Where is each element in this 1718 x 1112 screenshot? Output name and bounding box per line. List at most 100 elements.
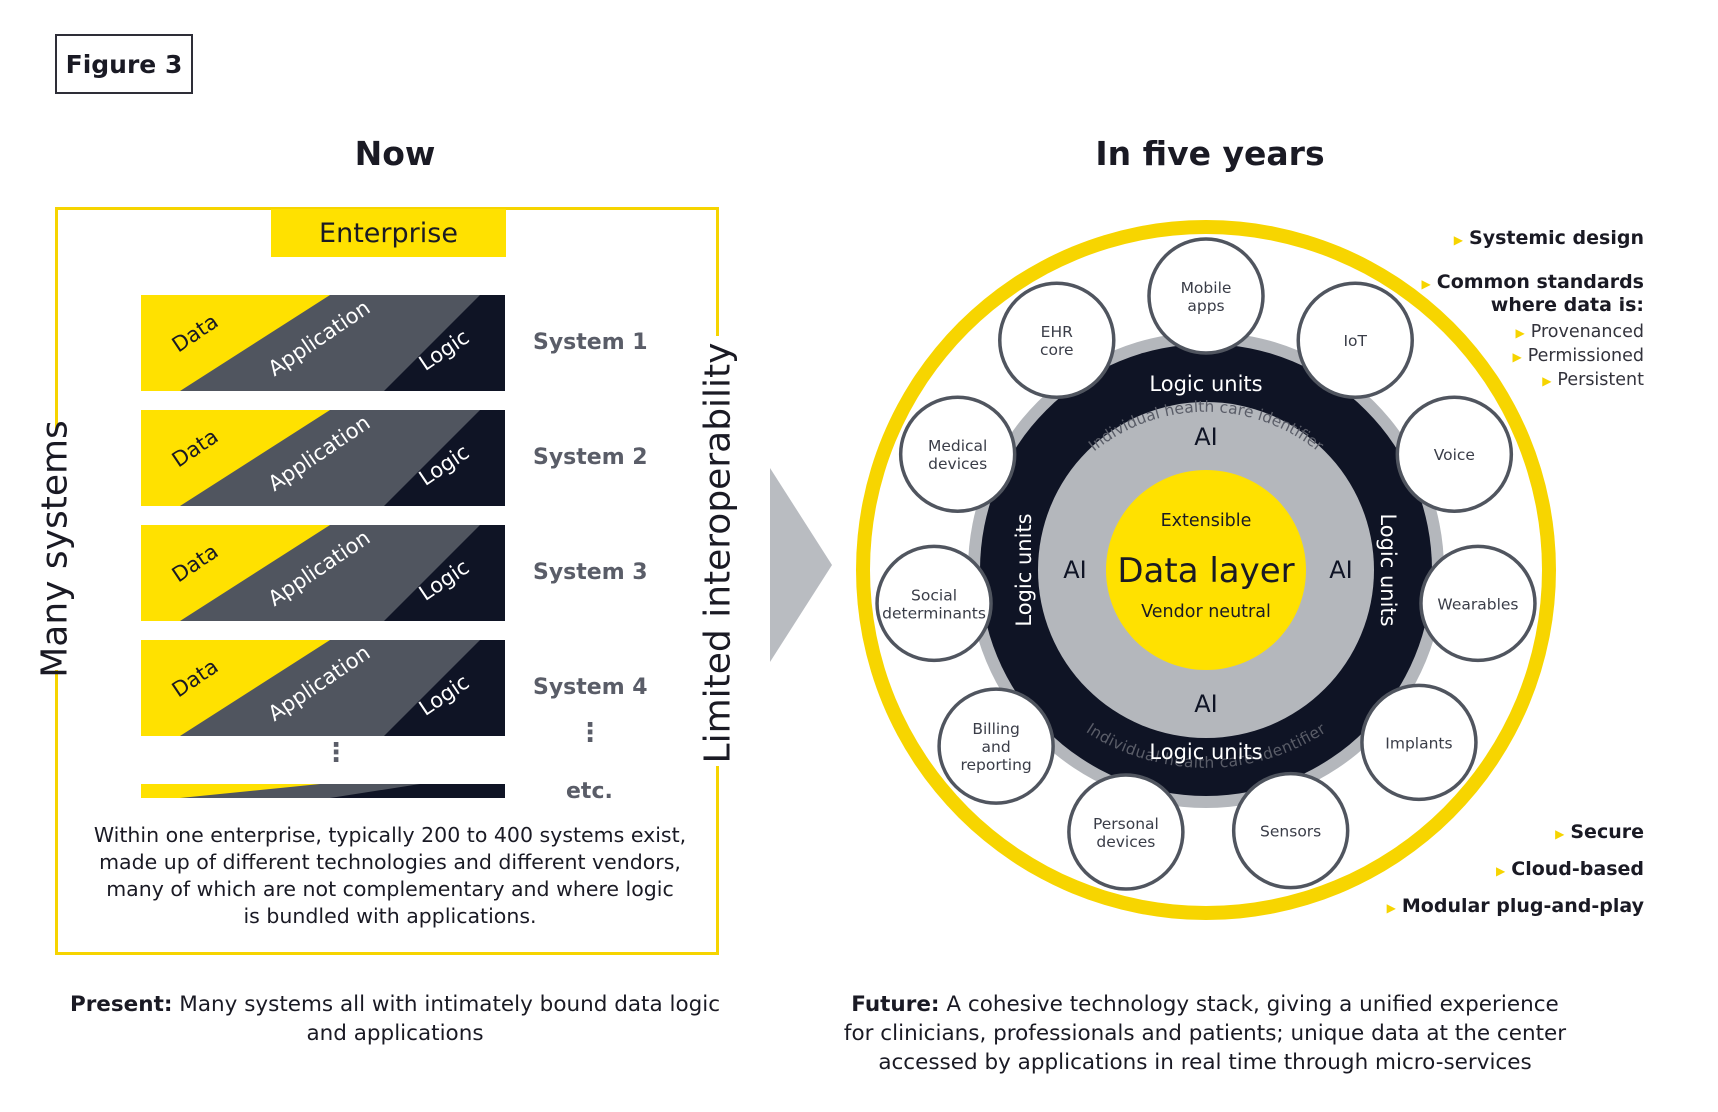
core-main-label: Data layer	[1117, 551, 1294, 591]
satellite-circle	[937, 687, 1055, 805]
satellite-label: Wearables	[1437, 595, 1518, 613]
common-standards-label: ▶ Common standards	[1422, 271, 1644, 293]
satellite-circle	[1360, 683, 1478, 802]
system-1-label: System 1	[533, 330, 648, 355]
core-top-label: Extensible	[1161, 511, 1252, 531]
satellite-label: Mobile	[1181, 279, 1232, 297]
satellite-label: Personal	[1093, 815, 1159, 833]
future-caption: Future: A cohesive technology stack, giv…	[820, 990, 1590, 1077]
permissioned-text: Permissioned	[1527, 346, 1644, 366]
core-bottom-label: Vendor neutral	[1141, 602, 1271, 622]
satellite-circle	[1067, 773, 1185, 891]
provenanced-label: ▶ Provenanced	[1515, 322, 1644, 342]
satellite-circle	[1296, 281, 1414, 399]
satellite-label: core	[1040, 341, 1074, 359]
provenanced-text: Provenanced	[1530, 322, 1644, 342]
persistent-text: Persistent	[1557, 370, 1644, 390]
modular-label: ▶ Modular plug-and-play	[1387, 895, 1644, 917]
logic-units-right-label: Logic units	[1376, 513, 1400, 626]
future-ring-diagram: Individual health care identifier Indivi…	[856, 220, 1556, 920]
satellite-label: Implants	[1385, 734, 1452, 752]
satellite-node-implants: Implants	[1360, 683, 1478, 802]
system-block-1: Data Application Logic	[141, 295, 505, 391]
secure-text: Secure	[1570, 821, 1644, 843]
satellite-node-wearables: Wearables	[1419, 544, 1537, 663]
systemic-design-text: Systemic design	[1469, 227, 1644, 249]
data-layer-core	[1106, 470, 1306, 670]
etc-label: etc.	[566, 779, 613, 804]
future-caption-text: A cohesive technology stack, giving a un…	[939, 992, 1559, 1017]
satellite-label: and	[982, 738, 1011, 756]
logic-units-top-label: Logic units	[1149, 372, 1262, 396]
satellite-circle	[1395, 395, 1514, 513]
satellite-label: Medical	[928, 437, 987, 455]
future-title: In five years	[1095, 134, 1325, 173]
right-border-gap	[700, 336, 738, 766]
modular-text: Modular plug-and-play	[1401, 895, 1644, 917]
vertical-ellipsis-icon: ⋮	[577, 718, 603, 748]
satellite-label: apps	[1187, 297, 1224, 315]
satellite-circle	[875, 544, 993, 663]
system-block-3: Data Application Logic	[141, 525, 505, 621]
satellite-label: devices	[1096, 833, 1155, 851]
description-line: many of which are not complementary and …	[106, 877, 674, 901]
satellite-circle	[1231, 771, 1350, 890]
satellite-label: IoT	[1343, 332, 1367, 350]
vertical-ellipsis-icon: ⋮	[323, 738, 349, 768]
ai-right-label: AI	[1329, 556, 1353, 584]
satellite-node-iot: IoT	[1296, 281, 1414, 399]
future-caption-line-2: for clinicians, professionals and patien…	[843, 1021, 1567, 1046]
satellite-node-sensors: Sensors	[1231, 771, 1350, 890]
logic-units-left-label: Logic units	[1012, 513, 1036, 626]
system-3-label: System 3	[533, 560, 648, 585]
system-4-label: System 4	[533, 675, 648, 700]
satellite-circle	[898, 395, 1017, 513]
present-caption: Present: Many systems all with intimatel…	[40, 990, 750, 1048]
secure-label: ▶ Secure	[1555, 821, 1644, 843]
system-block-2: Data Application Logic	[141, 410, 505, 506]
satellite-circle	[998, 281, 1116, 399]
figure-label: Figure 3	[55, 34, 193, 94]
logic-units-bottom-label: Logic units	[1149, 740, 1262, 764]
bullet-triangle-icon: ▶	[1515, 326, 1525, 340]
satellite-node-voice: Voice	[1395, 395, 1514, 513]
persistent-label: ▶ Persistent	[1542, 370, 1644, 390]
satellite-label: Sensors	[1260, 823, 1321, 841]
satellite-label: devices	[928, 455, 987, 473]
bullet-triangle-icon: ▶	[1453, 233, 1464, 247]
system-2-label: System 2	[533, 445, 648, 470]
present-caption-line-2: and applications	[306, 1021, 484, 1046]
common-standards-line2: where data is:	[1490, 294, 1644, 316]
future-caption-lead: Future:	[851, 992, 940, 1017]
systemic-design-label: ▶ Systemic design	[1454, 227, 1644, 249]
satellite-circle	[1419, 544, 1537, 663]
ai-left-label: AI	[1063, 556, 1087, 584]
system-stack: Data Application Logic Data Application …	[141, 295, 505, 798]
bullet-triangle-icon: ▶	[1421, 277, 1431, 291]
satellite-circle	[1147, 237, 1265, 355]
present-caption-lead: Present:	[69, 992, 173, 1017]
future-caption-line-1: Future: A cohesive technology stack, giv…	[820, 990, 1590, 1019]
bullet-triangle-icon: ▶	[1512, 350, 1522, 364]
bullet-triangle-icon: ▶	[1555, 827, 1565, 841]
ai-bottom-label: AI	[1194, 690, 1218, 718]
enterprise-band: Enterprise	[271, 209, 506, 257]
transition-arrow-icon	[770, 468, 832, 662]
present-caption-line-1: Present: Many systems all with intimatel…	[40, 990, 750, 1019]
now-description: Within one enterprise, typically 200 to …	[80, 822, 700, 930]
satellite-label: Billing	[972, 720, 1020, 738]
description-line: is bundled with applications.	[243, 904, 537, 928]
permissioned-label: ▶ Permissioned	[1513, 346, 1645, 366]
bullet-triangle-icon: ▶	[1496, 864, 1506, 878]
common-standards-text: Common standards	[1436, 271, 1644, 293]
satellite-label: Social	[911, 586, 957, 604]
bullet-triangle-icon: ▶	[1386, 901, 1396, 915]
satellite-label: EHR	[1041, 323, 1073, 341]
bullet-triangle-icon: ▶	[1542, 374, 1552, 388]
